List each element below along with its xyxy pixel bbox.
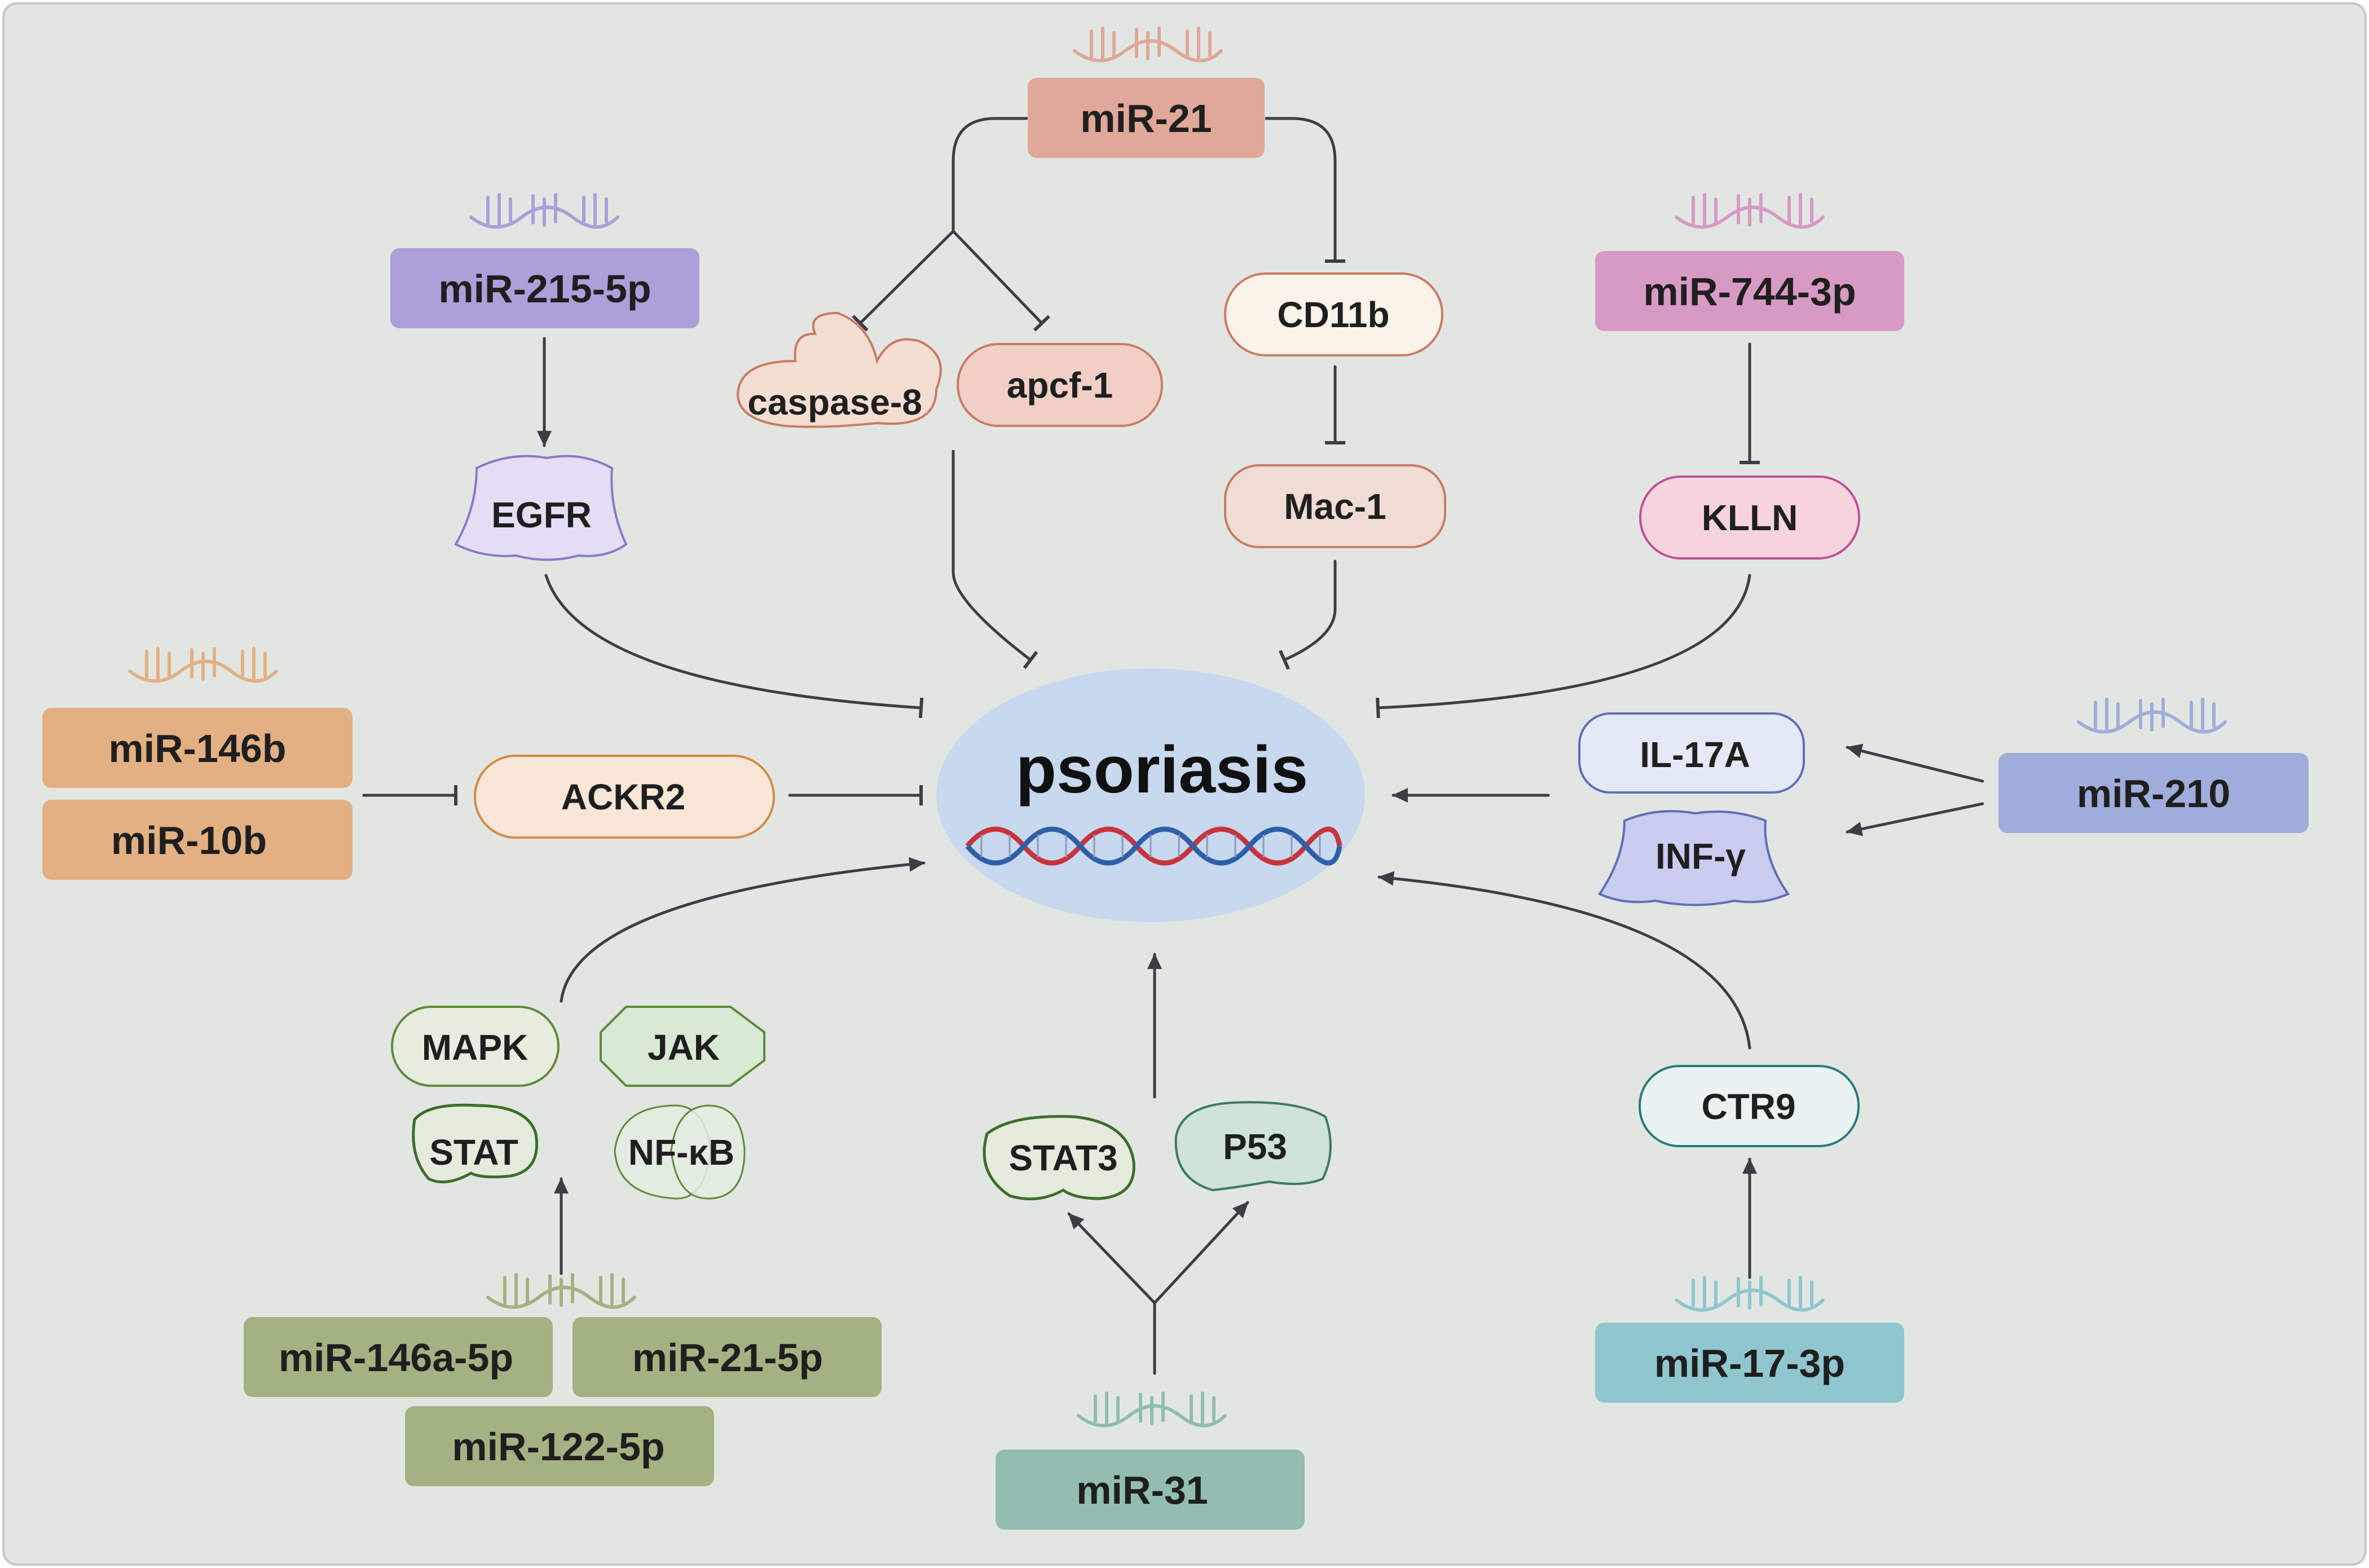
mir146a-label: miR-146a-5p bbox=[279, 1336, 513, 1380]
mapk-node: MAPK bbox=[391, 1006, 560, 1087]
mir210-box: miR-210 bbox=[1998, 753, 2309, 833]
mir31-label: miR-31 bbox=[1076, 1468, 1208, 1512]
mir146a-box: miR-146a-5p bbox=[244, 1317, 553, 1397]
psoriasis-label: psoriasis bbox=[1016, 733, 1308, 807]
rna-icon-mir744 bbox=[1675, 193, 1825, 229]
nfkb-node: NF-κB bbox=[614, 1104, 746, 1200]
caspase8-node: caspase-8 bbox=[736, 311, 942, 428]
edge-mir21-to-cd11b bbox=[1265, 117, 1345, 263]
stat-node: STAT bbox=[412, 1103, 538, 1184]
edge-mir31-to-stat3 bbox=[1067, 1212, 1156, 1305]
mac1-node: Mac-1 bbox=[1224, 464, 1446, 548]
nfkb-label: NF-κB bbox=[628, 1132, 735, 1173]
edge-caspase8-to-psoriasis bbox=[952, 450, 1038, 670]
mir21-label: miR-21 bbox=[1080, 96, 1212, 140]
stat3-node: STAT3 bbox=[983, 1115, 1135, 1201]
infg-label: INF-γ bbox=[1655, 836, 1746, 877]
mac1-label: Mac-1 bbox=[1284, 486, 1386, 527]
jak-label: JAK bbox=[648, 1027, 720, 1068]
edge-pathways-to-psoriasis bbox=[560, 857, 926, 1003]
cd11b-node: CD11b bbox=[1224, 272, 1443, 356]
dna-helix-icon bbox=[965, 826, 1342, 866]
mir10b-label: miR-10b bbox=[111, 818, 267, 862]
mir122-label: miR-122-5p bbox=[452, 1425, 664, 1469]
il17a-label: IL-17A bbox=[1640, 734, 1750, 775]
jak-node: JAK bbox=[600, 1006, 765, 1087]
mir122-box: miR-122-5p bbox=[405, 1406, 714, 1486]
rna-icon-mir215 bbox=[469, 193, 619, 229]
mir744-label: miR-744-3p bbox=[1643, 270, 1856, 314]
mir146b-box: miR-146b bbox=[42, 708, 353, 788]
target-nodes: caspase-8 apcf-1 CD11b Mac-1 EGFR KLLN bbox=[391, 272, 1860, 1201]
egfr-node: EGFR bbox=[454, 455, 628, 561]
edge-mir31-to-p53 bbox=[1153, 1201, 1249, 1305]
edge-egfr-to-psoriasis bbox=[544, 574, 924, 719]
rna-icon-mir146b bbox=[128, 647, 278, 683]
edges bbox=[362, 117, 1984, 1375]
mir215-label: miR-215-5p bbox=[438, 267, 651, 311]
il17a-node: IL-17A bbox=[1578, 712, 1805, 794]
cd11b-label: CD11b bbox=[1277, 294, 1389, 335]
psoriasis-node: psoriasis bbox=[936, 668, 1365, 922]
mir10b-box: miR-10b bbox=[42, 800, 353, 880]
ctr9-node: CTR9 bbox=[1639, 1065, 1860, 1147]
caspase8-label: caspase-8 bbox=[747, 382, 922, 422]
mir21-5p-box: miR-21-5p bbox=[573, 1317, 882, 1397]
apcf1-label: apcf-1 bbox=[1007, 365, 1113, 406]
mir744-box: miR-744-3p bbox=[1595, 251, 1904, 331]
edge-ctr9-to-psoriasis bbox=[1377, 871, 1751, 1050]
edge-mir210-to-il17a bbox=[1846, 743, 1984, 783]
rna-icon-mir-cluster bbox=[486, 1273, 636, 1309]
mir215-box: miR-215-5p bbox=[390, 248, 699, 328]
rna-icons bbox=[128, 27, 2227, 1428]
edge-mir21-to-apcf1 bbox=[952, 230, 1051, 332]
mir31-box: miR-31 bbox=[996, 1450, 1305, 1530]
klln-label: KLLN bbox=[1702, 497, 1798, 538]
edge-mac1-to-psoriasis bbox=[1278, 560, 1337, 670]
mapk-label: MAPK bbox=[422, 1027, 528, 1068]
klln-node: KLLN bbox=[1639, 475, 1860, 560]
mir17-box: miR-17-3p bbox=[1595, 1323, 1904, 1403]
edge-mir21-branch-left bbox=[952, 117, 1028, 233]
ackr2-node: ACKR2 bbox=[474, 755, 775, 839]
mir17-label: miR-17-3p bbox=[1654, 1341, 1845, 1385]
rna-icon-mir21 bbox=[1073, 27, 1223, 63]
edge-mir21-to-caspase8 bbox=[852, 230, 955, 332]
edge-klln-to-psoriasis bbox=[1376, 574, 1751, 719]
mirna-boxes: miR-21 miR-215-5p miR-744-3p miR-146b mi… bbox=[42, 78, 2309, 1530]
stat3-label: STAT3 bbox=[1009, 1138, 1117, 1178]
mir146b-label: miR-146b bbox=[108, 726, 286, 770]
egfr-label: EGFR bbox=[491, 495, 592, 535]
infg-node: INF-γ bbox=[1598, 810, 1790, 906]
rna-icon-mir31 bbox=[1077, 1391, 1227, 1428]
mir21-5p-label: miR-21-5p bbox=[632, 1336, 823, 1380]
p53-label: P53 bbox=[1223, 1126, 1287, 1167]
apcf1-node: apcf-1 bbox=[957, 343, 1163, 427]
rna-icon-mir17 bbox=[1675, 1276, 1825, 1312]
rna-icon-mir210 bbox=[2077, 698, 2227, 734]
ackr2-label: ACKR2 bbox=[561, 777, 685, 817]
mir21-box: miR-21 bbox=[1028, 78, 1265, 158]
p53-node: P53 bbox=[1174, 1101, 1332, 1192]
edge-mir210-to-infg bbox=[1846, 802, 1984, 836]
stat-label: STAT bbox=[429, 1132, 518, 1173]
mir210-label: miR-210 bbox=[2077, 772, 2230, 816]
ctr9-label: CTR9 bbox=[1701, 1086, 1795, 1127]
